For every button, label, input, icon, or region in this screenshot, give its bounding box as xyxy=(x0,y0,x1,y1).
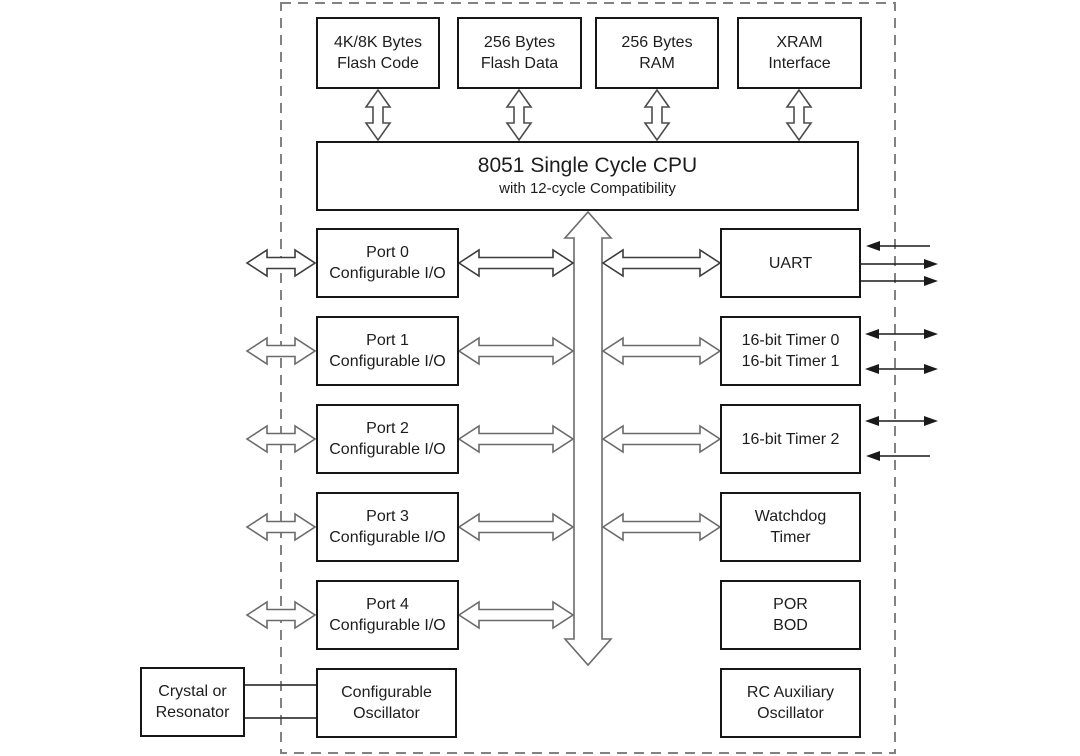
label-line: 256 Bytes xyxy=(621,34,693,51)
watchdog-bus-arrow xyxy=(601,512,722,542)
flash-data-block: 256 Bytes Flash Data xyxy=(457,17,582,89)
watchdog-block: Watchdog Timer xyxy=(720,492,861,562)
label-line: Flash Data xyxy=(480,55,559,72)
label-line: Resonator xyxy=(155,704,230,721)
uart-out-arrow-1-head xyxy=(924,259,938,269)
label-line: Oscillator xyxy=(757,705,824,722)
timer01-io-arrow-1-head-right xyxy=(924,329,938,339)
port2-bus-arrow xyxy=(457,424,575,454)
port2-ext-arrow xyxy=(245,424,317,454)
label-line: RC Auxiliary xyxy=(746,684,835,701)
label-line: Flash Code xyxy=(337,55,419,72)
label-line: Port 0 xyxy=(366,244,409,261)
timer01-io-arrow-2-head-left xyxy=(865,364,879,374)
rc-aux-osc-block: RC Auxiliary Oscillator xyxy=(720,668,861,738)
ram-block: 256 Bytes RAM xyxy=(595,17,719,89)
timer2-io-arrow-head-right xyxy=(924,416,938,426)
label-line: 4K/8K Bytes xyxy=(333,34,423,51)
uart-block: UART xyxy=(720,228,861,298)
uart-bus-arrow xyxy=(601,248,722,278)
port0-bus-arrow xyxy=(457,248,575,278)
crystal-block: Crystal or Resonator xyxy=(140,667,245,737)
label-line: XRAM xyxy=(776,34,823,51)
cpu-title: 8051 Single Cycle CPU xyxy=(477,154,698,177)
port0-block: Port 0 Configurable I/O xyxy=(316,228,459,298)
cpu-subtitle: with 12-cycle Compatibility xyxy=(499,180,676,197)
timer01-block: 16-bit Timer 0 16-bit Timer 1 xyxy=(720,316,861,386)
label-line: Oscillator xyxy=(353,705,420,722)
label-line: Configurable I/O xyxy=(329,617,446,634)
xram-cpu-arrow xyxy=(785,88,813,142)
label-line: Port 1 xyxy=(366,332,409,349)
label-line: 16-bit Timer 2 xyxy=(741,430,840,448)
port3-ext-arrow xyxy=(245,512,317,542)
timer2-block: 16-bit Timer 2 xyxy=(720,404,861,474)
label-line: 16-bit Timer 0 xyxy=(741,332,840,349)
port2-block: Port 2 Configurable I/O xyxy=(316,404,459,474)
label-line: Port 3 xyxy=(366,508,409,525)
label-line: Configurable I/O xyxy=(329,441,446,458)
flash-code-block: 4K/8K Bytes Flash Code xyxy=(316,17,440,89)
flash-code-cpu-arrow xyxy=(364,88,392,142)
label-line: Configurable xyxy=(341,684,432,701)
chip-boundary xyxy=(280,2,896,754)
timer2-in-arrow-head xyxy=(866,451,880,461)
port1-ext-arrow xyxy=(245,336,317,366)
label-line: Configurable I/O xyxy=(329,529,446,546)
port3-bus-arrow xyxy=(457,512,575,542)
port1-bus-arrow xyxy=(457,336,575,366)
label-line: RAM xyxy=(639,55,675,72)
label-line: Interface xyxy=(768,55,831,72)
xram-interface-block: XRAM Interface xyxy=(737,17,862,89)
timer2-io-arrow-head-left xyxy=(865,416,879,426)
uart-in-arrow-head xyxy=(866,241,880,251)
config-osc-block: Configurable Oscillator xyxy=(316,668,457,738)
label-line: Timer xyxy=(770,529,811,546)
timer2-bus-arrow xyxy=(601,424,722,454)
port1-block: Port 1 Configurable I/O xyxy=(316,316,459,386)
port0-ext-arrow xyxy=(245,248,317,278)
port4-block: Port 4 Configurable I/O xyxy=(316,580,459,650)
label-line: Port 4 xyxy=(366,596,409,613)
label-line: Configurable I/O xyxy=(329,353,446,370)
timer01-io-arrow-2-head-right xyxy=(924,364,938,374)
port3-block: Port 3 Configurable I/O xyxy=(316,492,459,562)
label-line: 16-bit Timer 1 xyxy=(741,353,840,370)
label-line: Configurable I/O xyxy=(329,265,446,282)
port4-bus-arrow xyxy=(457,600,575,630)
cpu-block: 8051 Single Cycle CPU with 12-cycle Comp… xyxy=(316,141,859,211)
flash-data-cpu-arrow xyxy=(505,88,533,142)
port4-ext-arrow xyxy=(245,600,317,630)
ram-cpu-arrow xyxy=(643,88,671,142)
label-line: BOD xyxy=(773,617,808,634)
label-line: Crystal or xyxy=(158,683,227,700)
label-line: POR xyxy=(773,596,808,613)
timer01-bus-arrow xyxy=(601,336,722,366)
uart-out-arrow-2-head xyxy=(924,276,938,286)
por-bod-block: POR BOD xyxy=(720,580,861,650)
label-line: Watchdog xyxy=(754,508,827,525)
cpu-bus-arrow xyxy=(563,210,613,667)
label-line: UART xyxy=(768,254,813,272)
timer01-io-arrow-1-head-left xyxy=(865,329,879,339)
label-line: Port 2 xyxy=(366,420,409,437)
label-line: 256 Bytes xyxy=(483,34,556,51)
